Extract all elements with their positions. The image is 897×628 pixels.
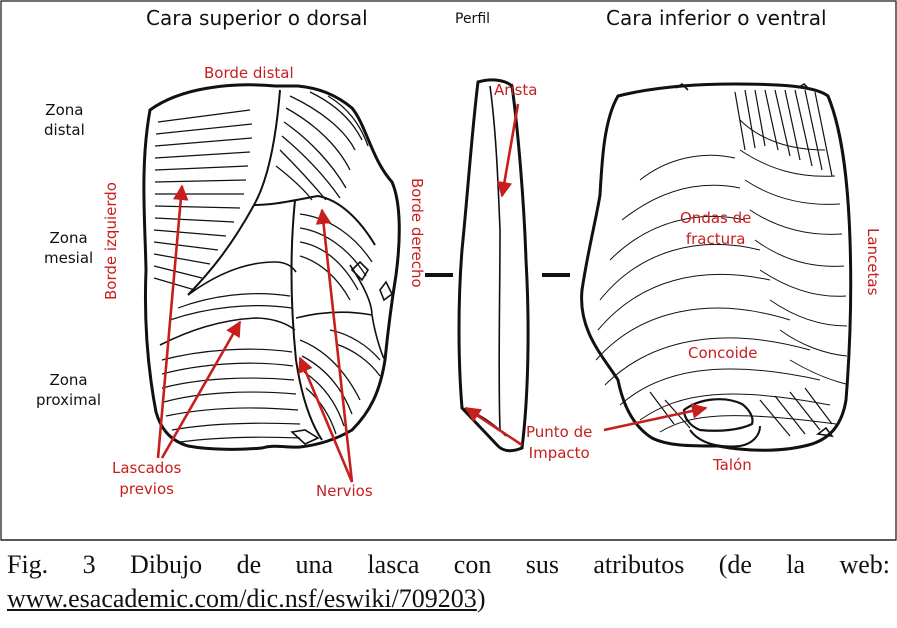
figure-caption: Fig. 3 Dibujo de una lasca con sus atrib… <box>7 548 890 616</box>
heading-profile: Perfil <box>455 12 490 26</box>
zone-proximal-line1: Zona <box>36 370 101 390</box>
label-borde-derecho: Borde derecho <box>409 178 424 288</box>
label-lascados-line2: previos <box>112 479 181 500</box>
zone-distal-line2: distal <box>44 120 85 140</box>
zone-mesial-line1: Zona <box>44 228 93 248</box>
caption-close: ) <box>477 584 486 613</box>
label-impacto-line2: Impacto <box>526 443 592 464</box>
zone-distal-line1: Zona <box>44 100 85 120</box>
dorsal-face-drawing <box>144 85 399 449</box>
heading-dorsal: Cara superior o dorsal <box>146 8 368 28</box>
zone-distal: Zona distal <box>44 100 85 140</box>
label-concoide: Concoide <box>688 346 758 361</box>
label-lancetas: Lancetas <box>865 228 880 295</box>
label-talon: Talón <box>713 458 752 473</box>
label-arista: Arista <box>494 83 537 98</box>
caption-link[interactable]: www.esacademic.com/dic.nsf/eswiki/709203 <box>7 584 477 613</box>
profile-drawing <box>459 80 528 451</box>
zone-proximal-line2: proximal <box>36 390 101 410</box>
label-lascados-line1: Lascados <box>112 458 181 479</box>
heading-ventral: Cara inferior o ventral <box>606 8 827 28</box>
zone-mesial-line2: mesial <box>44 248 93 268</box>
label-borde-izquierdo: Borde izquierdo <box>104 182 119 300</box>
label-nervios: Nervios <box>316 484 373 499</box>
zone-proximal: Zona proximal <box>36 370 101 410</box>
annotation-arrows <box>158 104 706 482</box>
label-borde-distal: Borde distal <box>204 66 294 81</box>
ventral-face-drawing <box>582 84 851 450</box>
caption-text: Fig. 3 Dibujo de una lasca con sus atrib… <box>7 550 890 579</box>
arrow-arista <box>502 104 518 196</box>
label-ondas-fractura: Ondas de fractura <box>680 208 751 250</box>
arrow-impacto-profile <box>466 408 522 445</box>
label-ondas-line1: Ondas de <box>680 208 751 229</box>
label-lascados-previos: Lascados previos <box>112 458 181 500</box>
label-punto-impacto: Punto de Impacto <box>526 422 592 464</box>
label-impacto-line1: Punto de <box>526 422 592 443</box>
zone-mesial: Zona mesial <box>44 228 93 268</box>
label-ondas-line2: fractura <box>680 229 751 250</box>
arrow-lascados-1 <box>158 186 182 458</box>
